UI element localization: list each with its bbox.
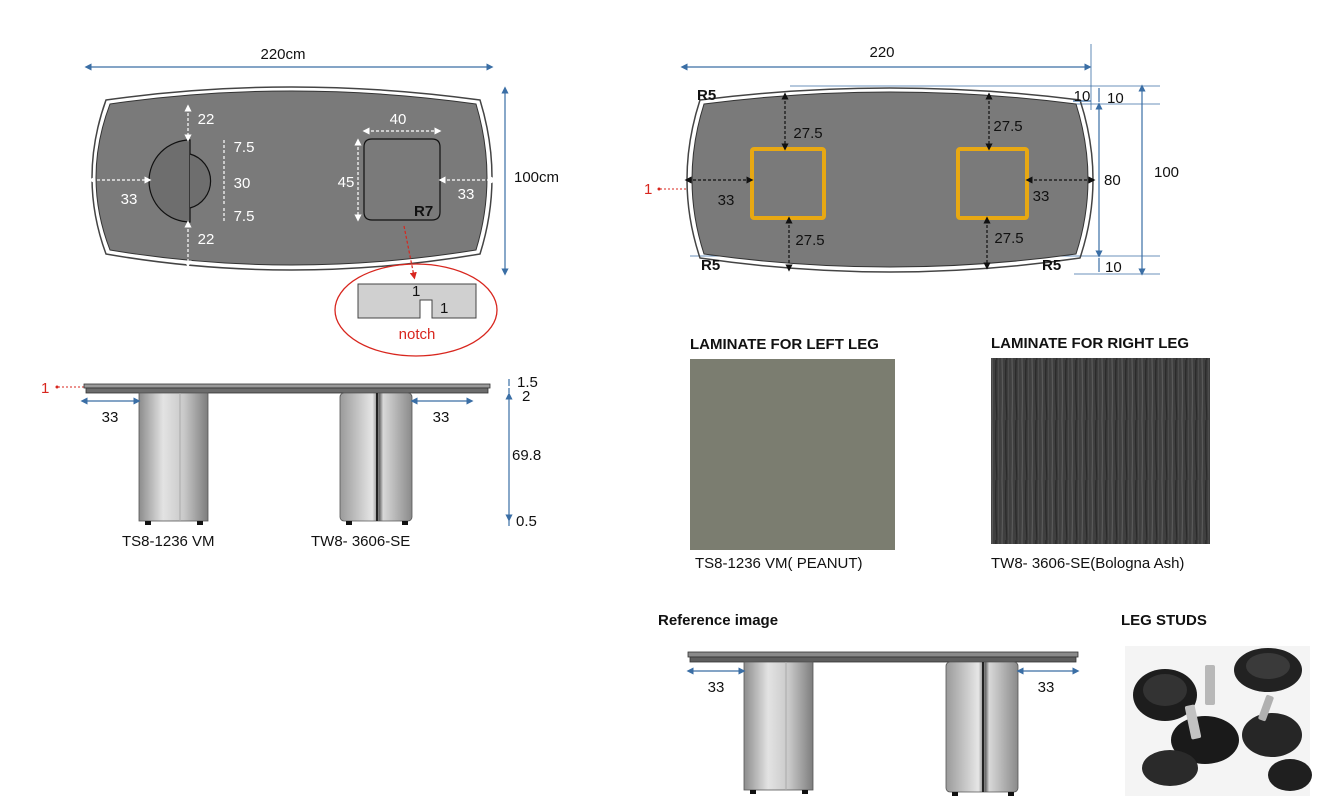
stud-icon: [1133, 648, 1312, 791]
grommet-radius-label: R7: [414, 203, 433, 220]
leg-right-gap-label: 33: [1033, 188, 1050, 205]
notch-height-label: 1: [440, 300, 448, 317]
reference-section: Reference image 33 33: [658, 612, 1080, 796]
gap-tl-label: 27.5: [793, 125, 822, 142]
width-label-right: 220: [869, 44, 894, 61]
cut-upper-label: 7.5: [234, 139, 255, 156]
laminate-section: LAMINATE FOR LEFT LEG TS8-1236 VM( PEANU…: [690, 335, 1210, 572]
gap-bl-label: 27.5: [795, 232, 824, 249]
grommet-height-label: 45: [338, 174, 355, 191]
right-laminate-heading: LAMINATE FOR RIGHT LEG: [991, 335, 1189, 352]
side-tabletop: [83, 383, 491, 389]
grommet-width-label: 40: [390, 111, 407, 128]
cable-cutout-small: [189, 153, 212, 209]
cut-top-label: 22: [198, 111, 215, 128]
edge-right-label: 33: [458, 186, 475, 203]
reference-left-gap: 33: [708, 679, 725, 696]
depth-label: 100cm: [514, 169, 559, 186]
cut-lower-label: 7.5: [234, 208, 255, 225]
leg-left-gap-label: 33: [718, 192, 735, 209]
notch-callout-circle: [334, 263, 498, 357]
left-laminate-heading: LAMINATE FOR LEFT LEG: [690, 336, 879, 353]
corner-br-label: R5: [1042, 257, 1061, 274]
reference-leg-left: [743, 661, 814, 791]
right-laminate-swatch: [991, 358, 1210, 544]
corner-tl-label: R5: [697, 87, 716, 104]
reference-heading: Reference image: [658, 612, 778, 629]
side-subframe: [85, 387, 489, 394]
notch-width-label: 1: [412, 283, 420, 300]
tabletop-edge: [91, 86, 493, 271]
notch-profile: [357, 283, 477, 319]
stud-height-label: 0.5: [516, 513, 537, 530]
reference-tabletop: [687, 651, 1079, 658]
studs-heading: LEG STUDS: [1121, 612, 1207, 629]
grommet-cutout: [363, 138, 441, 221]
notch-label: notch: [399, 326, 436, 343]
gap-tr-label: 27.5: [993, 118, 1022, 135]
width-label: 220cm: [260, 46, 305, 63]
margin-top-label: 10: [1107, 90, 1124, 107]
reference-right-gap: 33: [1038, 679, 1055, 696]
left-leg-code: TS8-1236 VM: [122, 533, 215, 550]
corner-bl-label: R5: [701, 257, 720, 274]
left-laminate-swatch: [690, 359, 895, 550]
depth-label-right: 100: [1154, 164, 1179, 181]
cut-bottom-label: 22: [198, 231, 215, 248]
side-left-gap-label: 33: [102, 409, 119, 426]
offset-mark-right: 1: [644, 181, 652, 198]
left-laminate-caption: TS8-1236 VM( PEANUT): [695, 555, 863, 572]
top-view-right: 220 10 10 80 10 100 R5 R5 R5 1 33 33 27.…: [644, 44, 1179, 276]
margin-top-right-label: 10: [1074, 88, 1091, 105]
sub-thickness-label: 2: [522, 388, 530, 405]
top-thickness-label: 1.5: [517, 374, 538, 391]
side-view: 1 33 33 1.5 2 69.8 0.5 TS8-1236 VM TW8- …: [41, 374, 541, 550]
cut-middle-label: 30: [234, 175, 251, 192]
leg-height-label: 69.8: [512, 447, 541, 464]
side-leg-left: [138, 392, 209, 522]
inner-depth-label: 80: [1104, 172, 1121, 189]
gap-br-label: 27.5: [994, 230, 1023, 247]
side-right-gap-label: 33: [433, 409, 450, 426]
studs-section: LEG STUDS: [1121, 612, 1312, 796]
side-offset-mark: 1: [41, 380, 49, 397]
right-leg-code: TW8- 3606-SE: [311, 533, 410, 550]
top-view-left: 220cm 100cm 33 22 22 7.5 30 7.5 40 45 R7…: [84, 46, 559, 357]
margin-bottom-label: 10: [1105, 259, 1122, 276]
edge-left-label: 33: [121, 191, 138, 208]
right-laminate-caption: TW8- 3606-SE(Bologna Ash): [991, 555, 1184, 572]
